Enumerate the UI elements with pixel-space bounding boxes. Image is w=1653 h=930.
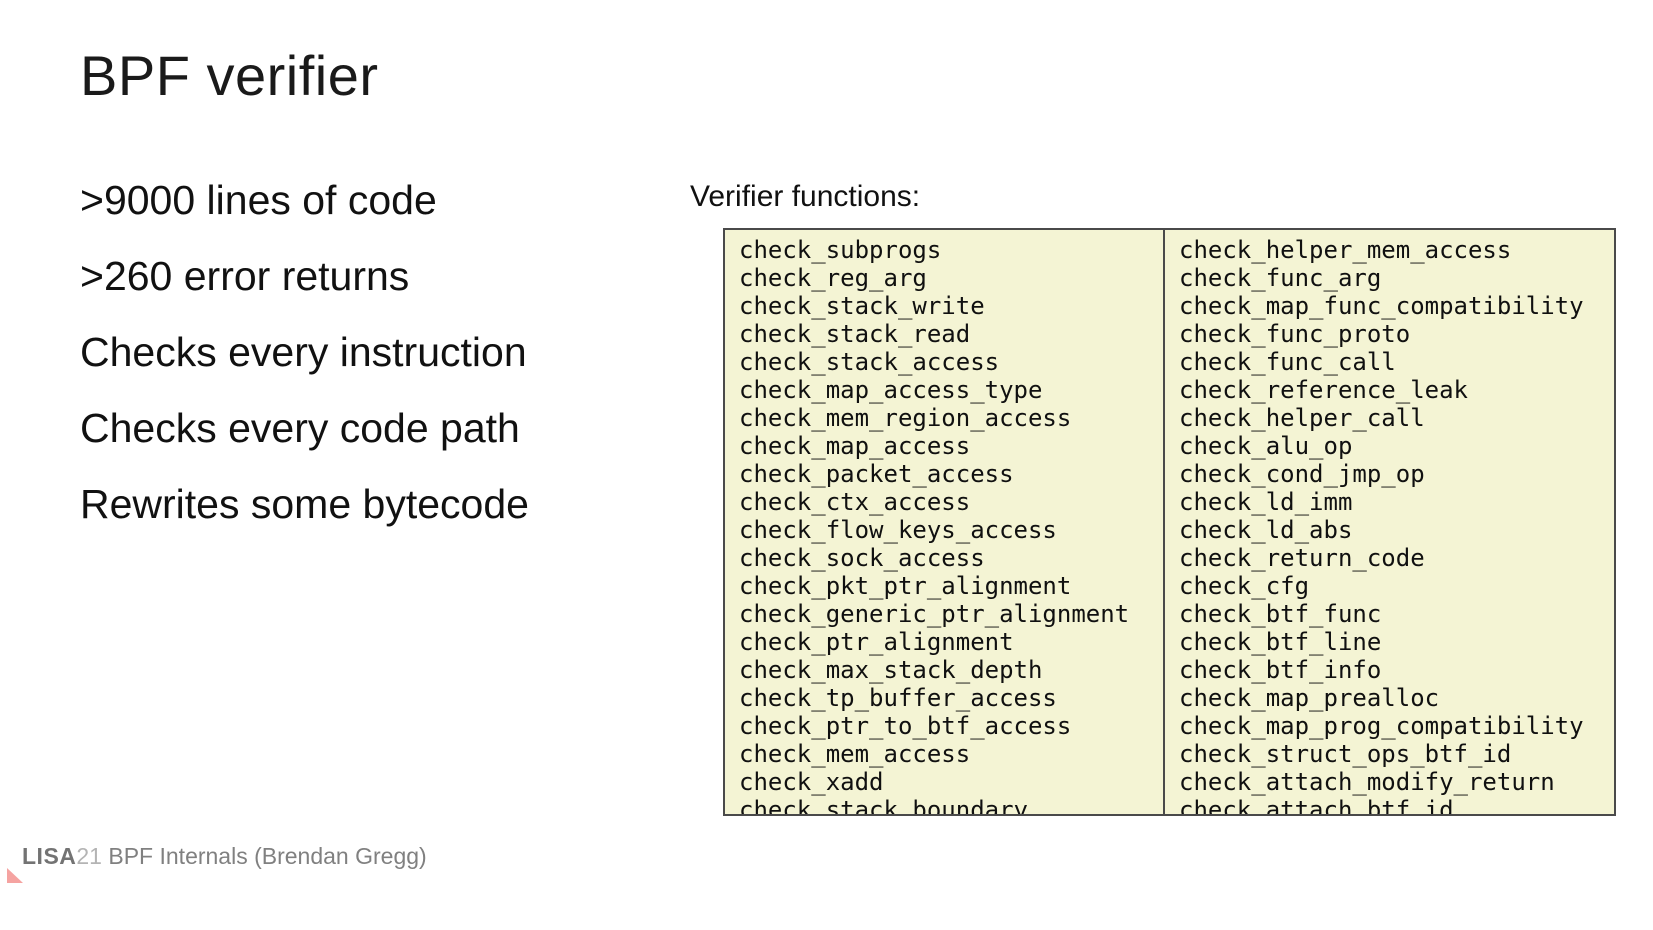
function-name: check_ctx_access [739,488,971,516]
function-name: check_generic_ptr_alignment [739,600,1130,628]
function-name: check_cond_jmp_op [1179,460,1425,488]
function-name: check_stack_read [739,320,971,348]
verifier-functions-heading: Verifier functions: [690,180,921,213]
function-name: check_reg_arg [739,264,927,292]
function-name: check_ld_imm [1179,488,1353,516]
function-name: check_func_proto [1179,320,1411,348]
function-name: check_flow_keys_access [739,516,1057,544]
function-name: check_cfg [1179,572,1310,600]
function-name: check_max_stack_depth [739,656,1043,684]
function-name: check_map_access [739,432,971,460]
lisa-logo-year: 21 [76,843,102,869]
function-name: check_alu_op [1179,432,1353,460]
function-name: check_ptr_to_btf_access [739,712,1072,740]
function-name: check_mem_access [739,740,971,768]
bullet-item: >9000 lines of code [80,177,437,223]
function-name: check_ld_abs [1179,516,1353,544]
function-name: check_btf_line [1179,628,1382,656]
lisa-logo-text: LISA [22,843,77,869]
function-name: check_map_prog_compatibility [1179,712,1584,740]
footer: LISA21 BPF Internals (Brendan Gregg) [22,843,427,870]
function-name: check_ptr_alignment [739,628,1014,656]
function-name: check_subprogs [739,236,942,264]
function-name: check_helper_mem_access [1179,236,1512,264]
function-name: check_struct_ops_btf_id [1179,740,1512,768]
function-name: check_func_arg [1179,264,1382,292]
function-name: check_tp_buffer_access [739,684,1057,712]
function-name: check_mem_region_access [739,404,1072,432]
pink-triangle-icon [7,868,23,883]
bullet-item: Checks every code path [80,405,520,451]
function-name: check_attach_modify_return [1179,768,1555,796]
function-name: check_map_func_compatibility [1179,292,1584,320]
function-name: check_func_call [1179,348,1396,376]
page-title: BPF verifier [80,44,379,107]
function-name: check_btf_info [1179,656,1382,684]
function-name: check_reference_leak [1179,376,1468,404]
function-name: check_stack_access [739,348,1000,376]
bullet-item: >260 error returns [80,253,410,299]
function-name: check_attach_btf_id [1179,796,1454,814]
footer-credit: BPF Internals (Brendan Gregg) [108,843,427,869]
function-name: check_stack_boundary [739,796,1028,814]
function-name: check_stack_write [739,292,985,320]
function-name: check_map_access_type [739,376,1043,404]
function-name: check_helper_call [1179,404,1425,432]
function-name: check_return_code [1179,544,1425,572]
bullet-item: Rewrites some bytecode [80,481,529,527]
function-name: check_btf_func [1179,600,1382,628]
function-name: check_map_prealloc [1179,684,1440,712]
function-name: check_xadd [739,768,884,796]
function-name: check_packet_access [739,460,1014,488]
function-name: check_sock_access [739,544,985,572]
bullet-item: Checks every instruction [80,329,527,375]
function-name: check_pkt_ptr_alignment [739,572,1072,600]
